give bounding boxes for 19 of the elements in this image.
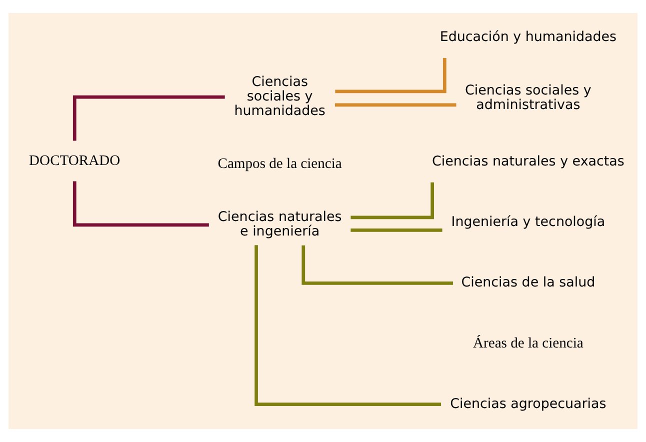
node-text: Ciencias de la salud <box>461 276 596 291</box>
connector <box>72 181 209 227</box>
label: Áreas de la ciencia <box>473 336 584 352</box>
node-text: DOCTORADO <box>29 152 120 169</box>
label: Campos de la ciencia <box>218 156 342 172</box>
connector <box>302 245 454 285</box>
node-text: Ingeniería y tecnología <box>451 215 606 230</box>
connector <box>350 228 442 232</box>
node-text: Ciencias naturales e ingeniería <box>218 210 342 240</box>
node-text: Ciencias sociales y humanidades <box>234 74 326 120</box>
connector <box>334 103 456 107</box>
node-text: Ciencias sociales y administrativas <box>465 83 592 113</box>
connector <box>335 58 446 94</box>
connector <box>350 182 434 220</box>
node-text: Ciencias agropecuarias <box>450 396 606 412</box>
connector <box>72 95 225 141</box>
node-text: Ciencias naturales y exactas <box>432 154 624 170</box>
connector <box>254 245 442 406</box>
node-text: Educación y humanidades <box>440 30 617 46</box>
